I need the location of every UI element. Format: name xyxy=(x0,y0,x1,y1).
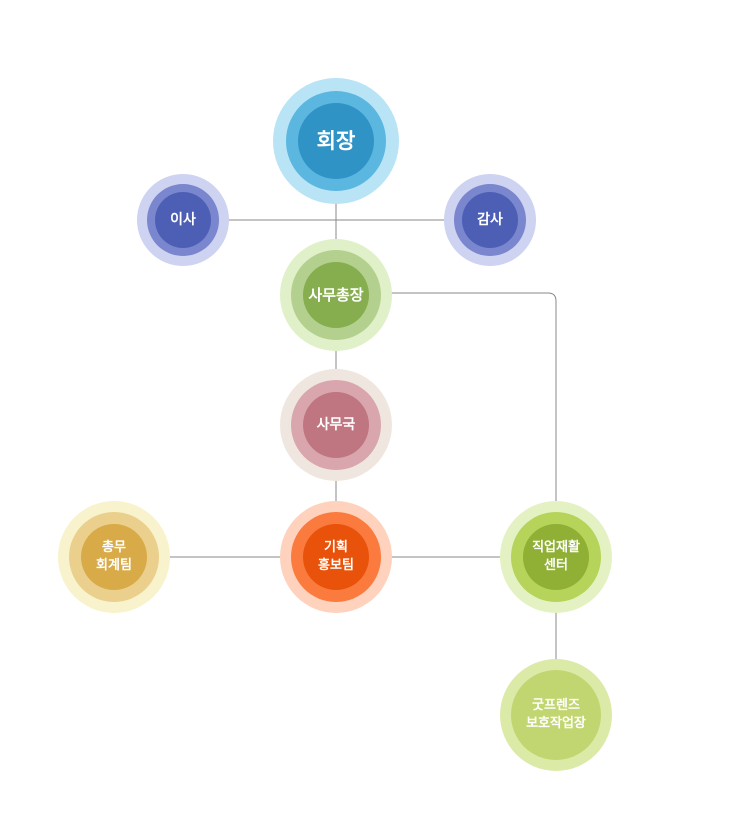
node-secretary-general-label: 사무총장 xyxy=(308,285,363,305)
node-chairman: 회장 xyxy=(273,78,399,204)
node-auditor-line-1: 감사 xyxy=(477,211,503,228)
node-secretariat-line-1: 사무국 xyxy=(316,416,356,433)
connector-secretary-vocational xyxy=(336,292,557,557)
node-chairman-line-1: 회장 xyxy=(316,128,356,153)
node-director-line-1: 이사 xyxy=(170,211,196,228)
node-auditor-inner-ring xyxy=(462,192,518,248)
node-goodfriends-workshop: 굿프렌즈 보호작업장 xyxy=(500,659,612,771)
node-vocational-center-inner-ring xyxy=(523,524,589,590)
node-director-inner-ring xyxy=(155,192,211,248)
node-goodfriends-workshop-line-2: 보호작업장 xyxy=(526,716,586,731)
node-general-affairs-line-2: 회계팀 xyxy=(96,558,132,573)
node-general-affairs-inner-ring xyxy=(81,524,147,590)
node-goodfriends-workshop-line-1: 굿프렌즈 xyxy=(532,698,580,714)
node-director-label: 이사 xyxy=(170,211,196,230)
node-planning-pr-inner-ring xyxy=(303,524,369,590)
node-vocational-center-line-1: 직업재활 xyxy=(532,540,580,556)
node-planning-pr-line-1: 기획 xyxy=(324,540,348,556)
node-secretary-general-line-1: 사무총장 xyxy=(308,285,364,304)
node-chairman-inner-ring xyxy=(298,103,374,179)
node-goodfriends-workshop-inner-ring xyxy=(511,670,601,760)
node-secretariat-label: 사무국 xyxy=(317,416,356,435)
node-secretariat: 사무국 xyxy=(280,369,392,481)
node-planning-pr-line-2: 홍보팀 xyxy=(318,558,354,573)
node-general-affairs-label: 총무 회계팀 xyxy=(96,539,132,574)
node-goodfriends-workshop-label: 굿프렌즈 보호작업장 xyxy=(526,697,586,732)
node-vocational-center-label: 직업재활 센터 xyxy=(532,539,580,574)
node-chairman-label: 회장 xyxy=(317,127,356,155)
node-director: 이사 xyxy=(137,174,229,266)
node-planning-pr: 기획 홍보팀 xyxy=(280,501,392,613)
node-secretary-general: 사무총장 xyxy=(280,239,392,351)
node-general-affairs: 총무 회계팀 xyxy=(58,501,170,613)
node-planning-pr-label: 기획 홍보팀 xyxy=(318,539,354,574)
node-vocational-center-line-2: 센터 xyxy=(544,558,568,573)
node-vocational-center: 직업재활 센터 xyxy=(500,501,612,613)
node-secretariat-inner-ring xyxy=(303,392,369,458)
node-auditor-label: 감사 xyxy=(477,211,503,230)
node-auditor: 감사 xyxy=(444,174,536,266)
node-general-affairs-line-1: 총무 xyxy=(102,540,126,556)
node-secretary-general-inner-ring xyxy=(303,262,369,328)
